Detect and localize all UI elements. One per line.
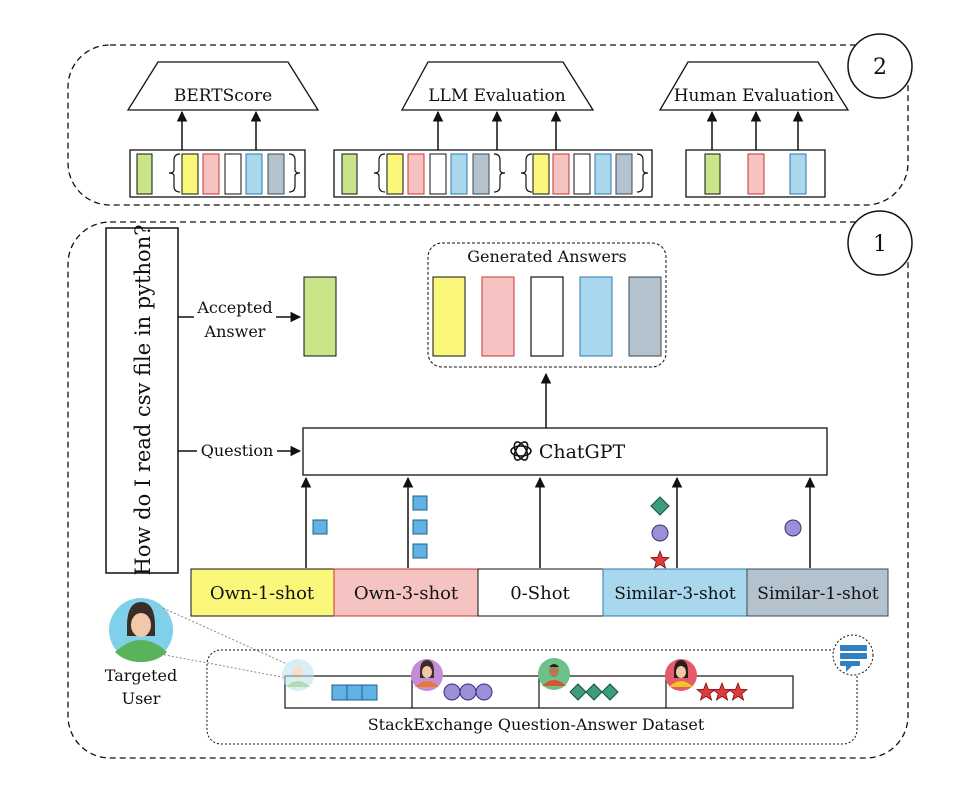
accepted-label-line1: Accepted xyxy=(196,298,272,317)
accepted-answer-branch: Accepted Answer xyxy=(178,276,337,357)
dataset-user-avatar-2 xyxy=(411,659,443,691)
human-evaluation-block: Human Evaluation xyxy=(658,61,850,198)
llm-evaluation-label: LLM Evaluation xyxy=(428,86,566,106)
bertscore-label: BERTScore xyxy=(174,86,272,106)
question-text: How do I read csv file in python? xyxy=(131,225,155,576)
dataset-user-avatar-3 xyxy=(538,658,570,690)
similar-user-stars xyxy=(695,681,749,702)
question-branch: Question xyxy=(178,440,302,462)
dataset-user-avatar-4 xyxy=(665,659,697,691)
stage-2-number: 2 xyxy=(873,55,887,80)
user-avatar xyxy=(109,598,173,662)
targeted-user-line1: Targeted xyxy=(105,666,177,685)
similar-3-shot-examples xyxy=(649,496,671,570)
setting-similar-1-shot: Similar-1-shot xyxy=(757,584,879,604)
similar-user-diamonds xyxy=(569,683,619,701)
own-3-shot-examples xyxy=(412,495,428,559)
accepted-label-line2: Answer xyxy=(204,322,266,341)
dataset-panel: StackExchange Question-Answer Dataset xyxy=(206,634,874,745)
targeted-user-line2: User xyxy=(122,689,161,708)
stage-1-number: 1 xyxy=(873,232,887,257)
targeted-user: Targeted User xyxy=(105,598,177,708)
similar-user-circles xyxy=(443,683,493,701)
dataset-label: StackExchange Question-Answer Dataset xyxy=(368,715,705,734)
similar-1-shot-example xyxy=(784,519,802,537)
setting-similar-3-shot: Similar-3-shot xyxy=(614,584,736,604)
stage-1-badge: 1 xyxy=(847,210,913,276)
human-evaluation-label: Human Evaluation xyxy=(674,86,835,106)
generated-answers-title: Generated Answers xyxy=(467,247,627,266)
own-1-shot-example xyxy=(312,519,328,535)
openai-icon xyxy=(510,441,532,461)
stage-2-badge: 2 xyxy=(847,33,913,99)
accepted-answer-block xyxy=(303,276,337,357)
setting-own-3-shot: Own-3-shot xyxy=(354,583,459,604)
chatgpt-label: ChatGPT xyxy=(539,441,626,463)
llm-evaluation-block: LLM Evaluation xyxy=(333,61,653,198)
own-examples-squares xyxy=(331,684,378,701)
evaluation-panel xyxy=(67,44,909,206)
question-label: Question xyxy=(201,441,274,460)
generated-answers-panel: Generated Answers xyxy=(427,242,667,368)
prompt-settings-bar: Own-1-shot Own-3-shot 0-Shot Similar-3-s… xyxy=(190,568,889,617)
setting-own-1-shot: Own-1-shot xyxy=(210,583,315,604)
chat-bubble-icon xyxy=(832,634,874,676)
setting-0-shot: 0-Shot xyxy=(510,583,570,604)
dataset-user-avatar-1 xyxy=(282,659,314,691)
bertscore-block: BERTScore xyxy=(126,61,320,198)
chatgpt-box: ChatGPT xyxy=(302,427,828,476)
question-box: How do I read csv file in python? xyxy=(105,225,179,576)
